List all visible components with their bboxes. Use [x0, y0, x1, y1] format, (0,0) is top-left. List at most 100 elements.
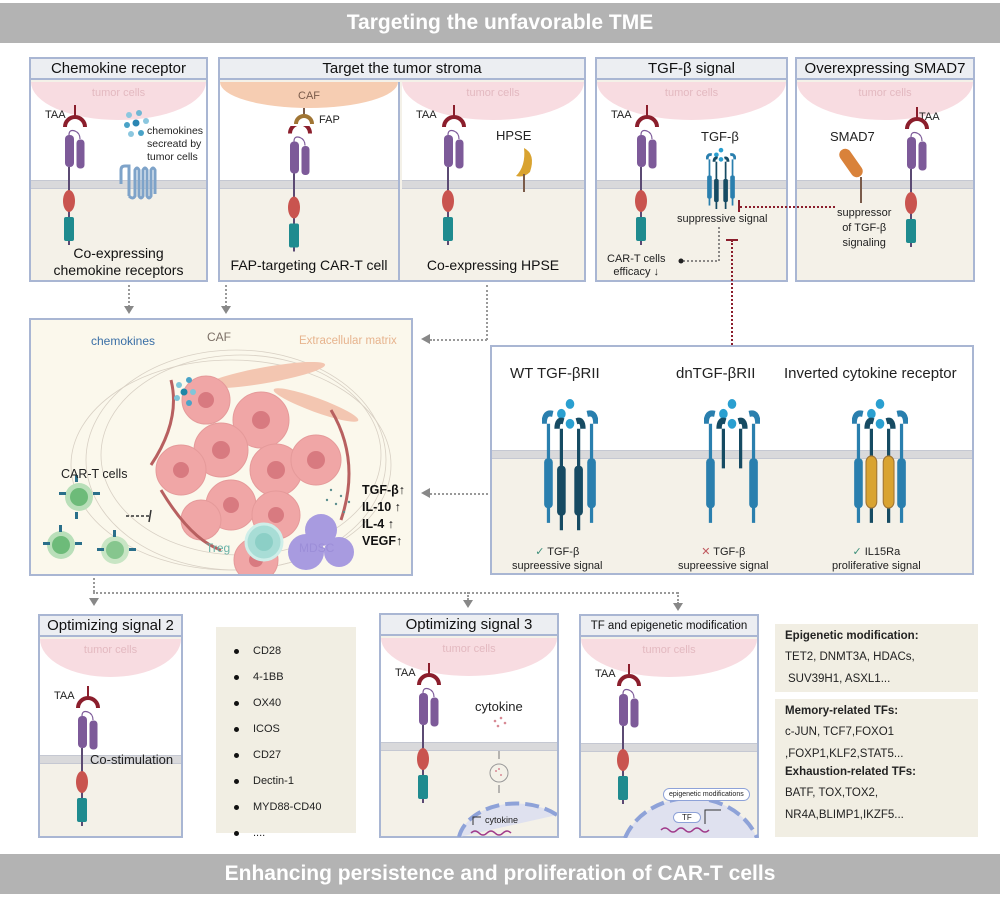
epigenetic-header: Epigenetic modification:	[785, 630, 919, 642]
smad7-icon	[839, 148, 863, 203]
list-item: OX40	[234, 697, 356, 709]
list-item: CD27	[234, 749, 356, 761]
chemokines-label: chemokines	[91, 334, 156, 348]
bottom-banner: Enhancing persistence and proliferation …	[0, 854, 1000, 894]
factor-vegf: VEGF↑	[362, 534, 403, 548]
panel-title: Optimizing signal 2	[40, 616, 181, 637]
hpse-subpanel: tumor cells TAA HPSE Co-expressing HPSE	[402, 82, 584, 280]
arrow-left-icon	[421, 488, 430, 498]
inhibition-bar-icon	[738, 200, 740, 212]
taa-label: TAA	[395, 667, 416, 679]
tgfb-inhibition-line	[731, 240, 733, 348]
tumor-mass-illustration	[43, 349, 392, 574]
taa-label: TAA	[611, 109, 632, 121]
epigenetic-line: SUV39H1, ASXL1...	[788, 673, 891, 685]
memory-tfs-header: Memory-related TFs:	[785, 705, 899, 717]
arrow-down-icon	[89, 598, 99, 606]
exhaustion-tfs-line: NR4A,BLIMP1,IKZF5...	[785, 809, 904, 821]
panel-optimizing-signal-2: Optimizing signal 2 tumor cells TAA Co-s…	[38, 614, 183, 838]
exhaustion-tfs-line: BATF, TOX,TOX2,	[785, 787, 879, 799]
exhaustion-tfs-header: Exhaustion-related TFs:	[785, 766, 916, 778]
car-construct-icon	[633, 105, 659, 247]
connector	[128, 285, 130, 307]
fap-label: FAP	[319, 114, 340, 126]
inhibition-path-icon	[678, 227, 720, 264]
cytokine-label: cytokine	[475, 699, 523, 714]
wt-tgfbrii-icon	[542, 399, 598, 539]
costimulation-label: Co-stimulation	[90, 752, 174, 767]
hpse-label: HPSE	[496, 128, 532, 143]
connector	[430, 339, 487, 341]
panel-title: Overexpressing SMAD7	[797, 59, 973, 80]
hpse-caption: Co-expressing HPSE	[426, 257, 560, 273]
dn-receptor-title: dnTGF-βRII	[676, 365, 756, 382]
epigenetic-modification-box: Epigenetic modification: TET2, DNMT3A, H…	[775, 624, 978, 692]
chemokine-cluster-icon	[174, 377, 196, 406]
panel-tumor-stroma: Target the tumor stroma CAF FAP FAP-targ…	[218, 57, 586, 282]
connector	[677, 592, 679, 604]
memory-tfs-line: c-JUN, TCF7,FOXO1	[785, 726, 895, 738]
treg-label: Treg	[206, 541, 231, 555]
connector	[93, 578, 95, 592]
factor-tgfb: TGF-β↑	[362, 483, 406, 497]
cell-membrane	[492, 450, 972, 459]
panel-tgfb-signal: TGF-β signal tumor cells TAA TGF-β suppr…	[595, 57, 788, 282]
cell-membrane	[597, 180, 786, 189]
cell-membrane	[797, 180, 973, 189]
car-construct-icon	[903, 107, 929, 249]
panel-title: Optimizing signal 3	[381, 615, 557, 636]
cytokine-gene-label: cytokine	[485, 815, 519, 825]
panel-tumor-microenvironment: chemokines CAF Extracellular matrix CAR-…	[29, 318, 413, 576]
connector	[430, 493, 488, 495]
car-construct-icon	[415, 663, 441, 805]
costimulatory-domains-list: CD28 4-1BB OX40 ICOS CD27 Dectin-1 MYD88…	[216, 627, 356, 839]
connector	[467, 592, 469, 600]
panel-title: Target the tumor stroma	[220, 59, 584, 80]
cell-membrane	[381, 742, 557, 751]
arrow-down-icon	[673, 603, 683, 611]
taa-label: TAA	[416, 109, 437, 121]
connector	[93, 592, 678, 594]
inhibition-bar-icon	[726, 239, 738, 241]
tf-label: TF	[673, 812, 701, 823]
panel-optimizing-signal-3: Optimizing signal 3 tumor cells TAA cyto…	[379, 613, 559, 838]
mdsc-label: MDSC	[299, 541, 335, 555]
epigenetic-line: TET2, DNMT3A, HDACs,	[785, 651, 915, 663]
cell-membrane	[31, 180, 206, 189]
tgfb-receptor-icon	[706, 147, 736, 211]
chemokines-note: chemokines secreatd by tumor cells	[147, 125, 204, 163]
panel-chemokine-receptor: Chemokine receptor tumor cells TAA chemo…	[29, 57, 208, 282]
arrow-down-icon	[124, 306, 134, 314]
chemokine-receptor-icon	[119, 164, 157, 200]
tf-list-box: Memory-related TFs: c-JUN, TCF7,FOXO1 ,F…	[775, 699, 978, 837]
hpse-enzyme-icon	[516, 148, 532, 192]
list-item: ICOS	[234, 723, 356, 735]
car-construct-icon	[440, 105, 466, 247]
list-item: CD28	[234, 645, 356, 657]
car-t-cells-label: CAR-T cells	[61, 467, 128, 481]
panel-smad7: Overexpressing SMAD7 tumor cells SMAD7 T…	[795, 57, 975, 282]
cell-membrane	[220, 180, 398, 189]
dn-tgfbrii-icon	[704, 399, 760, 523]
list-item: 4-1BB	[234, 671, 356, 683]
arrow-down-icon	[463, 600, 473, 608]
smad7-label: SMAD7	[830, 129, 875, 144]
fap-caption: FAP-targeting CAR-T cell	[230, 257, 388, 273]
panel-title: Chemokine receptor	[31, 59, 206, 80]
tgfb-ligand-label: TGF-β	[701, 129, 739, 144]
nucleus-icon	[623, 796, 759, 838]
list-item: MYD88-CD40	[234, 801, 356, 813]
car-construct-icon	[61, 105, 87, 247]
connector	[486, 285, 488, 340]
car-construct-icon	[286, 126, 312, 254]
inverted-cytokine-receptor-icon	[852, 399, 908, 523]
smad7-inhibition-line	[740, 206, 835, 208]
factor-il10: IL-10 ↑	[362, 500, 401, 514]
list-item: ....	[234, 827, 356, 839]
